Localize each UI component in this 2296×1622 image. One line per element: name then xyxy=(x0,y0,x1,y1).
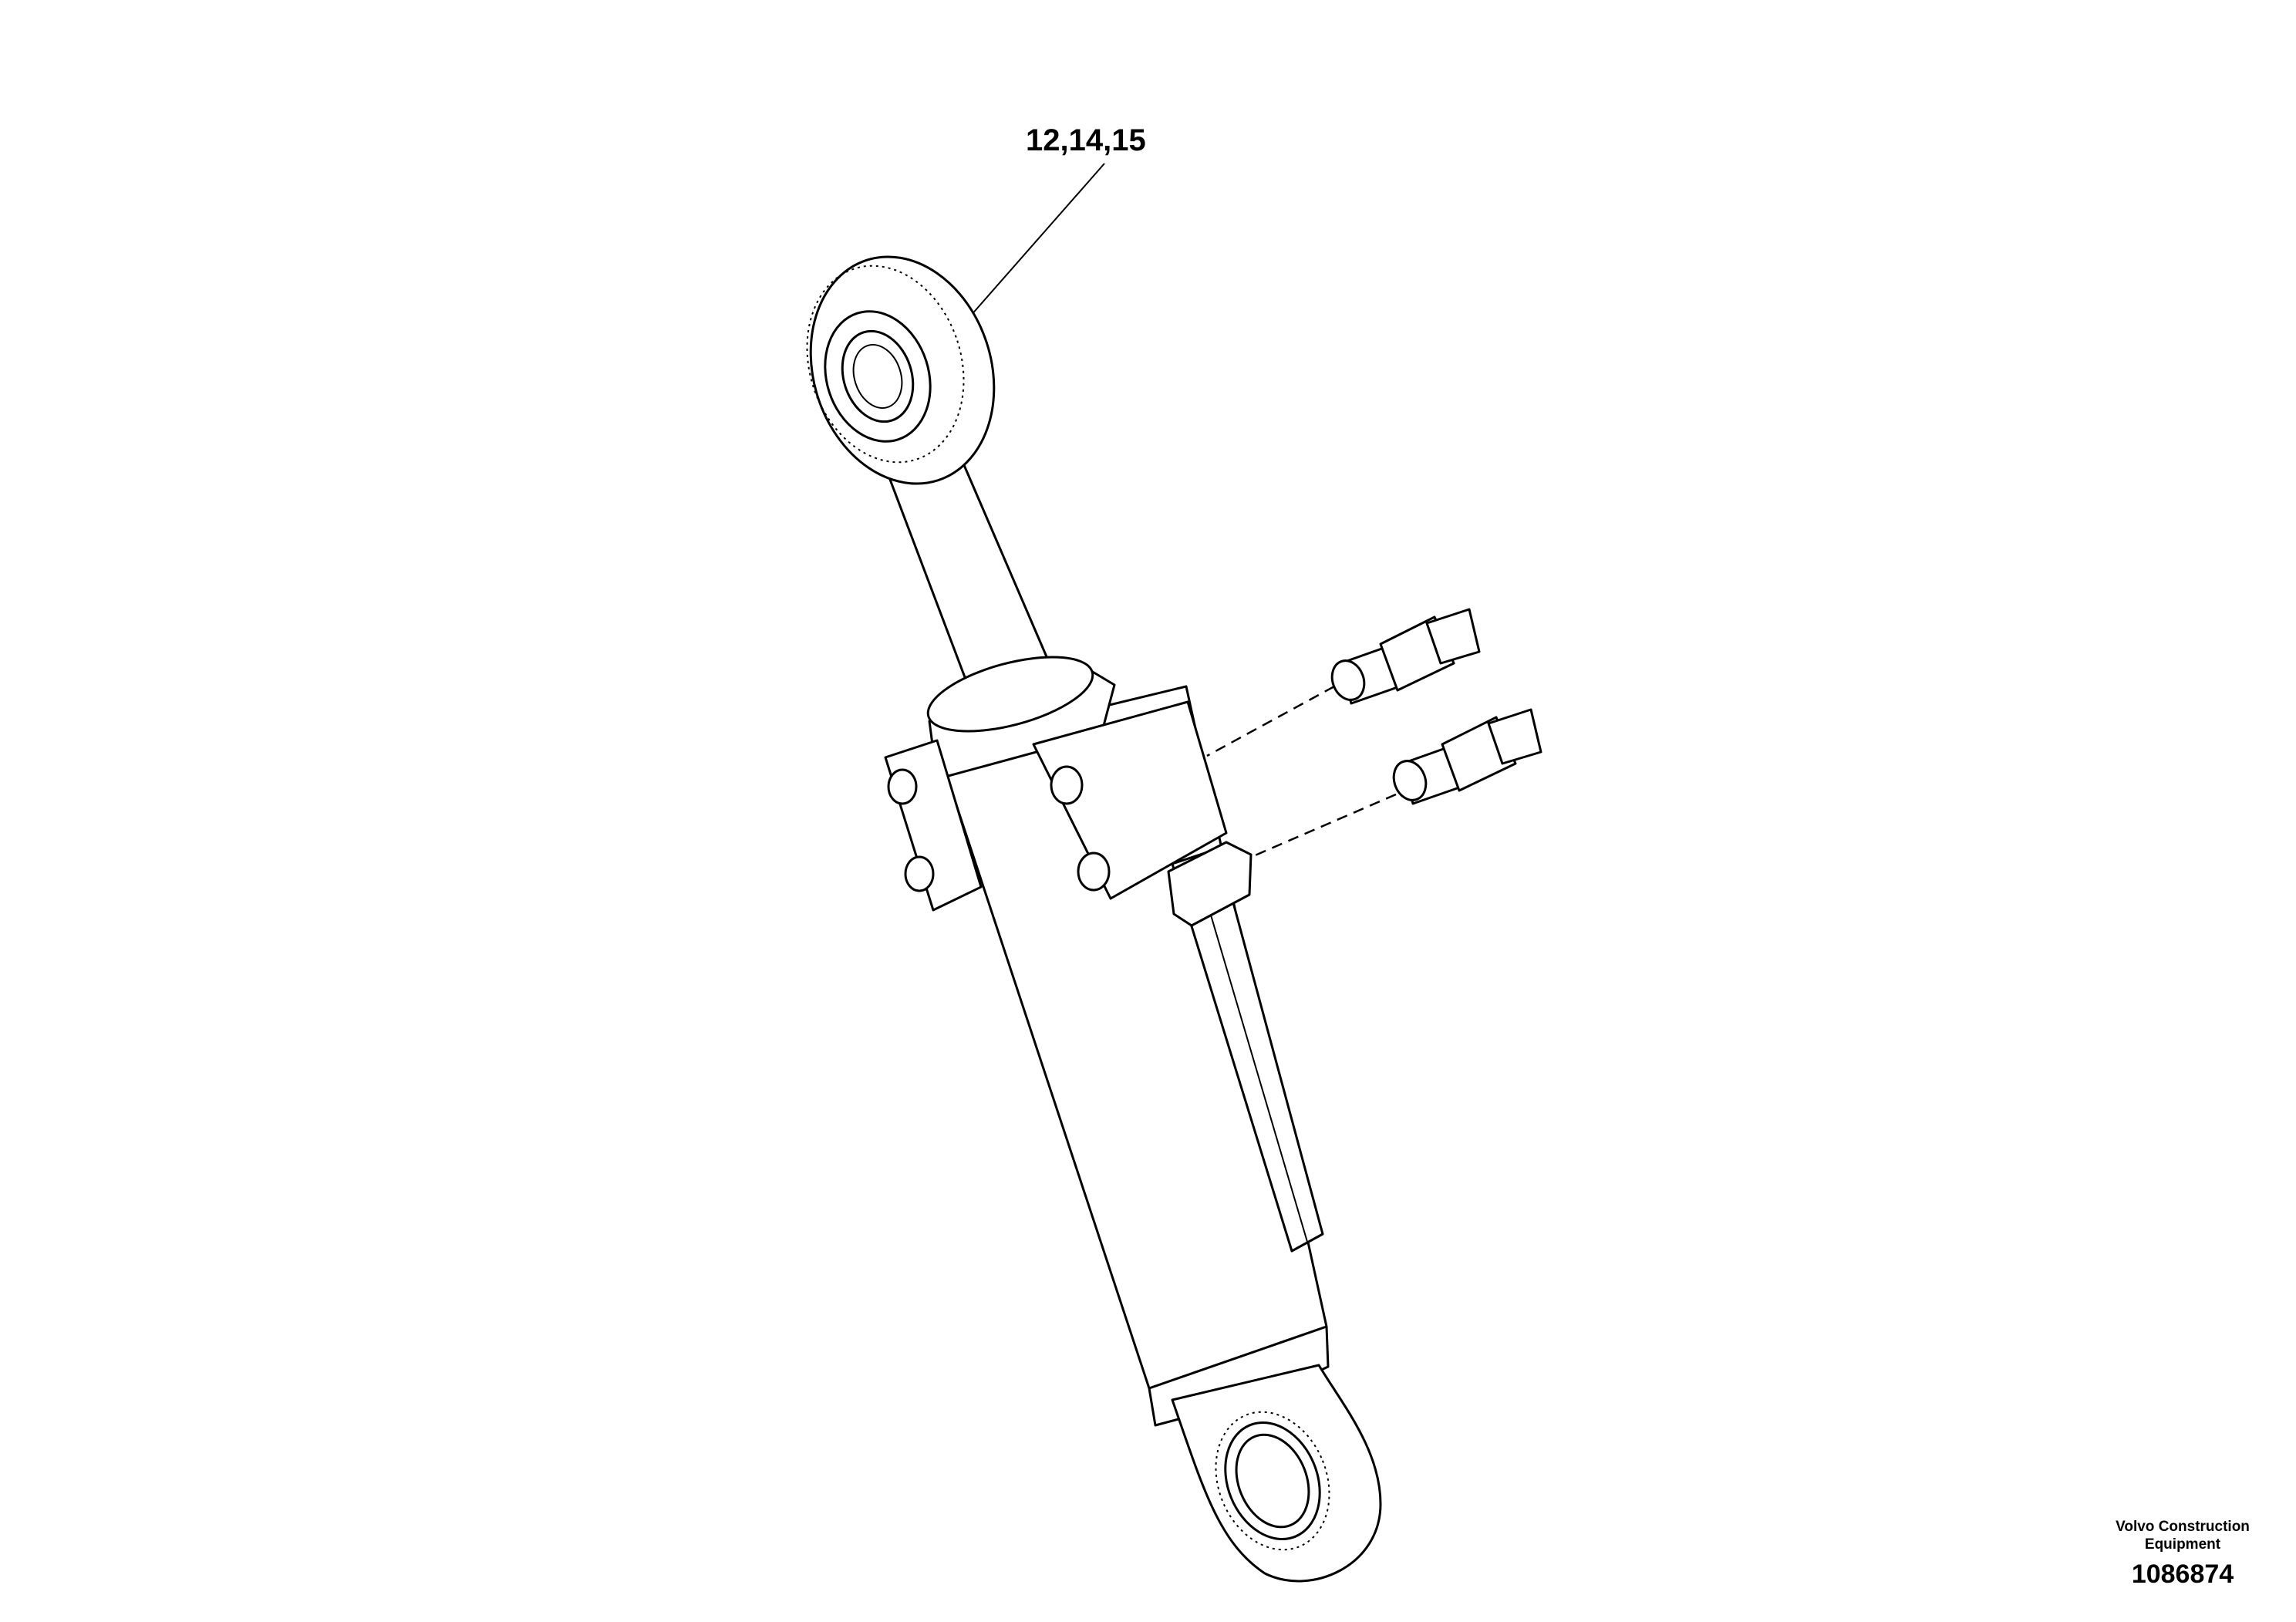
hydraulic-fitting-lower xyxy=(1392,708,1542,805)
head-block xyxy=(884,656,1228,912)
fitting-dashed-path-upper xyxy=(1206,685,1335,757)
drawing-number: 1086874 xyxy=(2131,1560,2234,1589)
manufacturer-label: Volvo Construction Equipment xyxy=(2082,1518,2283,1553)
manufacturer-line-2: Equipment xyxy=(2144,1536,2221,1553)
rod-eye xyxy=(806,255,996,485)
manufacturer-line-1: Volvo Construction xyxy=(2116,1519,2250,1535)
side-tube-collar xyxy=(1167,841,1253,927)
callout-leader-line xyxy=(969,163,1105,317)
flange-bolt xyxy=(887,768,935,892)
part-callout-label: 12,14,15 xyxy=(1026,123,1146,157)
hydraulic-fitting-upper xyxy=(1330,608,1481,705)
fitting-dashed-path-lower xyxy=(1253,793,1397,858)
block-bolt xyxy=(1050,765,1111,892)
base-eye xyxy=(1171,1364,1382,1583)
